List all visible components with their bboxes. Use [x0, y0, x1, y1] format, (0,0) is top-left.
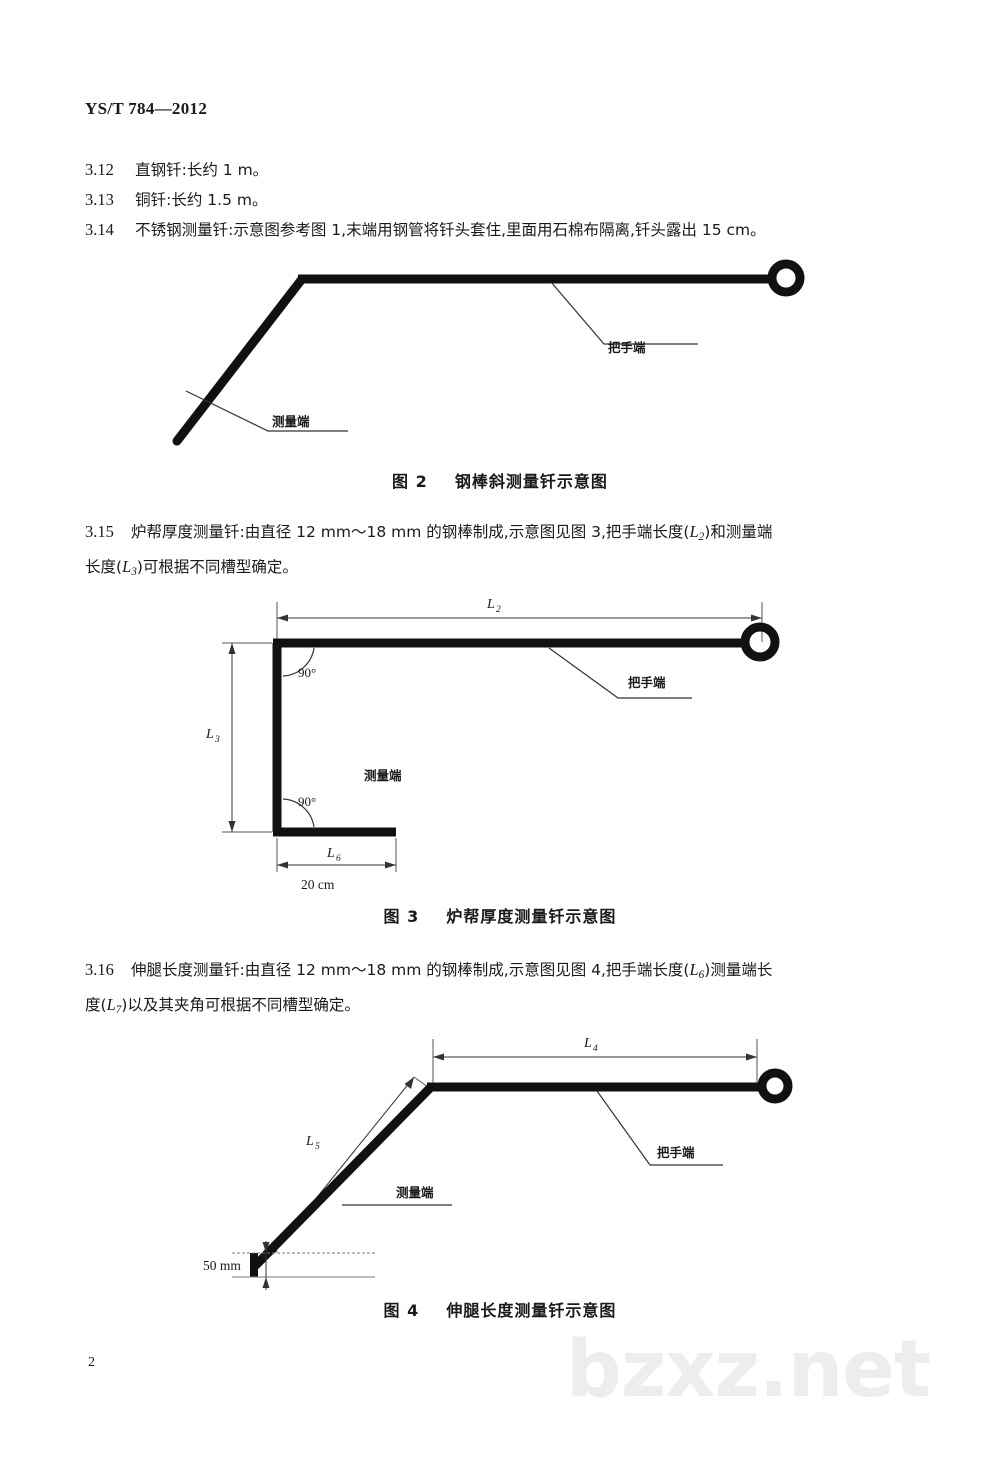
standard-code-header: YS/T 784—2012	[85, 99, 208, 118]
clause-3-16: 3.16 伸腿长度测量钎:由直径 12 mm～18 mm 的钢棒制成,示意图见图 …	[85, 955, 923, 1025]
dimension-label-L5: L	[305, 1134, 314, 1149]
measure-end-label: 测量端	[364, 768, 402, 783]
rod-diagonal-segment	[250, 1083, 435, 1271]
site-watermark: bzxz.net	[566, 1325, 931, 1415]
arrow-50mm-bottom	[262, 1277, 270, 1288]
angle-label-bottom: 90°	[298, 794, 316, 809]
figure-2-caption-label: 图 2	[392, 472, 428, 491]
symbol-L7-subscript: 7	[115, 1004, 122, 1017]
clause-text-part-2: )和测量端	[704, 523, 773, 541]
arrow-L6-left	[277, 861, 288, 869]
dimension-value-50mm: 50 mm	[203, 1258, 241, 1273]
clause-text: 铜钎:长约 1.5 m。	[135, 191, 268, 209]
arrow-L3-bottom	[228, 821, 236, 832]
clause-text-part-1: 炉帮厚度测量钎:由直径 12 mm～18 mm 的钢棒制成,示意图见图 3,把手…	[131, 523, 690, 541]
arrow-L4-left	[433, 1053, 444, 1061]
page-number: 2	[88, 1355, 95, 1370]
handle-end-label: 把手端	[608, 340, 646, 355]
ring-handle	[740, 622, 780, 662]
figure-2-caption-title: 钢棒斜测量钎示意图	[454, 472, 608, 491]
arrow-50mm-top	[262, 1242, 270, 1253]
clause-number: 3.13	[85, 190, 114, 209]
clause-number: 3.14	[85, 220, 114, 239]
handle-end-leader-line	[550, 281, 698, 345]
dimension-label-L6-subscript: 6	[336, 854, 341, 864]
dimension-label-L6: L	[326, 846, 335, 861]
figure-2-caption: 图 2 钢棒斜测量钎示意图	[0, 468, 1000, 492]
symbol-L7: L	[106, 995, 116, 1015]
clause-text: 直钢钎:长约 1 m。	[135, 161, 269, 179]
dimension-label-L4-subscript: 4	[593, 1044, 598, 1054]
rod-diagonal-segment	[172, 274, 307, 446]
clause-3-14: 3.14 不锈钢测量钎:示意图参考图 1,末端用钢管将钎头套住,里面用石棉布隔离…	[85, 215, 923, 245]
figure-4-caption-label: 图 4	[383, 1301, 420, 1320]
clause-number: 3.15	[85, 522, 114, 541]
symbol-L3-subscript: 3	[131, 566, 137, 579]
arrow-L2-right	[751, 614, 762, 622]
figure-4-caption: 图 4 伸腿长度测量钎示意图	[0, 1297, 1000, 1321]
symbol-L3: L	[122, 557, 132, 577]
clause-text-part-2: )测量端长	[704, 961, 773, 979]
clause-text-part-4: )可根据不同槽型确定。	[136, 558, 298, 577]
measure-end-label: 测量端	[396, 1185, 434, 1200]
figure-4-diagram: L 4 L 5 50 mm	[0, 1015, 1000, 1290]
clause-text-part-3: 度(	[85, 996, 107, 1015]
arrow-L2-left	[277, 614, 288, 622]
dimension-label-L4: L	[583, 1036, 592, 1051]
dimension-label-L3: L	[205, 727, 214, 742]
clause-3-15: 3.15 炉帮厚度测量钎:由直径 12 mm～18 mm 的钢棒制成,示意图见图 …	[85, 517, 923, 587]
figure-3-caption-title: 炉帮厚度测量钎示意图	[446, 907, 617, 926]
clause-number: 3.12	[85, 160, 114, 179]
witness-line-diag-top	[413, 1076, 429, 1088]
dimension-label-L2-subscript: 2	[496, 605, 501, 615]
handle-end-label: 把手端	[628, 675, 666, 690]
clause-number: 3.16	[85, 960, 114, 979]
ring-handle	[757, 1068, 793, 1104]
angle-arc-bottom	[282, 798, 315, 828]
dimension-label-L3-subscript: 3	[214, 735, 220, 745]
figure-3-caption-label: 图 3	[383, 907, 420, 926]
arrow-L6-right	[385, 861, 396, 869]
measure-end-leader-line	[185, 390, 348, 432]
arrow-L5-top	[404, 1077, 414, 1089]
symbol-L6: L	[689, 960, 699, 979]
figure-3-caption: 图 3 炉帮厚度测量钎示意图	[0, 903, 1000, 927]
clause-text-part-3: 长度(	[85, 558, 123, 577]
figure-3-diagram: L 2 L 3 L 6 20 cm 90° 90°	[0, 580, 1000, 895]
clause-3-12: 3.12 直钢钎:长约 1 m。	[85, 155, 923, 185]
handle-end-leader-line	[548, 647, 692, 699]
clause-3-13: 3.13 铜钎:长约 1.5 m。	[85, 185, 923, 215]
dimension-value-20cm: 20 cm	[301, 877, 335, 892]
arrow-L3-top	[228, 643, 236, 654]
angle-label-top: 90°	[298, 665, 316, 680]
handle-end-leader-line	[596, 1090, 723, 1166]
clause-text-part-1: 伸腿长度测量钎:由直径 12 mm～18 mm 的钢棒制成,示意图见图 4,把手…	[131, 961, 690, 979]
symbol-L6-subscript: 6	[698, 969, 705, 982]
figure-2-diagram: 把手端 测量端	[0, 245, 1000, 460]
dimension-label-L2: L	[486, 597, 495, 612]
ring-handle	[767, 259, 805, 297]
symbol-L2: L	[689, 522, 699, 541]
angle-arc-top	[282, 647, 315, 677]
arrow-L4-right	[746, 1053, 757, 1061]
clause-text-part-4: )以及其夹角可根据不同槽型确定。	[121, 996, 360, 1015]
dimension-label-L5-subscript: 5	[315, 1142, 320, 1152]
handle-end-label: 把手端	[657, 1145, 695, 1160]
figure-4-caption-title: 伸腿长度测量钎示意图	[446, 1301, 617, 1320]
clause-text: 不锈钢测量钎:示意图参考图 1,末端用钢管将钎头套住,里面用石棉布隔离,钎头露出…	[135, 221, 766, 239]
symbol-L2-subscript: 2	[698, 531, 705, 544]
measure-end-label: 测量端	[272, 414, 310, 429]
